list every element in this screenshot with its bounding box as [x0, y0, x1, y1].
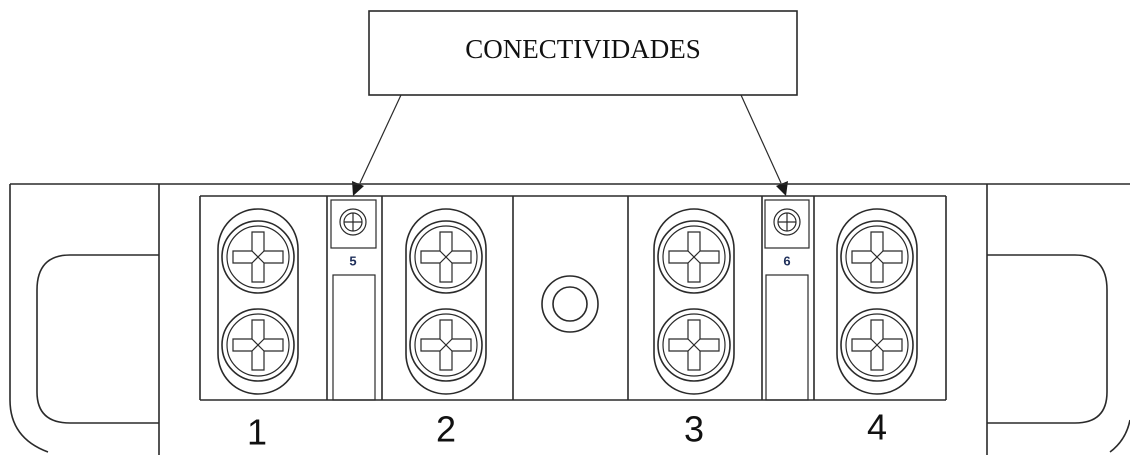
- screw-icon: [840, 308, 914, 382]
- callout-arrows: [352, 94, 788, 196]
- screw-icon: [221, 308, 295, 382]
- connectivity-number-6: 6: [783, 253, 790, 268]
- callout-label: CONECTIVIDADES: [465, 34, 701, 64]
- connectivity-screw-5: 5: [330, 199, 377, 401]
- screw-icon: [409, 220, 483, 294]
- screw-icon: [657, 220, 731, 294]
- section-dividers: [326, 196, 815, 400]
- connectivity-number-5: 5: [349, 253, 356, 268]
- terminal-4-housing: [836, 208, 918, 395]
- connectivity-screw-6: 6: [764, 199, 810, 401]
- screw-icon: [840, 220, 914, 294]
- terminal-2-housing: [405, 208, 487, 395]
- screw-icon: [657, 308, 731, 382]
- terminal-1-screws: [217, 208, 299, 395]
- center-mount-hole: [541, 275, 599, 333]
- arrow-right-line: [740, 94, 782, 184]
- callout: CONECTIVIDADES: [368, 10, 798, 96]
- terminal-3-housing: [653, 208, 735, 395]
- terminal-number-2: 2: [436, 409, 456, 450]
- terminal-numbers: 1 2 3 4: [247, 407, 887, 453]
- terminal-3-screws: [653, 208, 735, 395]
- screw-icon: [409, 308, 483, 382]
- callout-box: [368, 10, 798, 96]
- terminal-number-4: 4: [867, 407, 887, 448]
- terminal-2-screws: [405, 208, 487, 395]
- arrow-left-line: [359, 94, 402, 184]
- terminal-number-3: 3: [684, 409, 704, 450]
- terminal-number-1: 1: [247, 412, 267, 453]
- terminal-4-screws: [836, 208, 918, 395]
- screw-icon: [221, 220, 295, 294]
- terminal-1-housing: [217, 208, 299, 395]
- housing: [9, 183, 1130, 455]
- terminal-screws: [217, 208, 918, 395]
